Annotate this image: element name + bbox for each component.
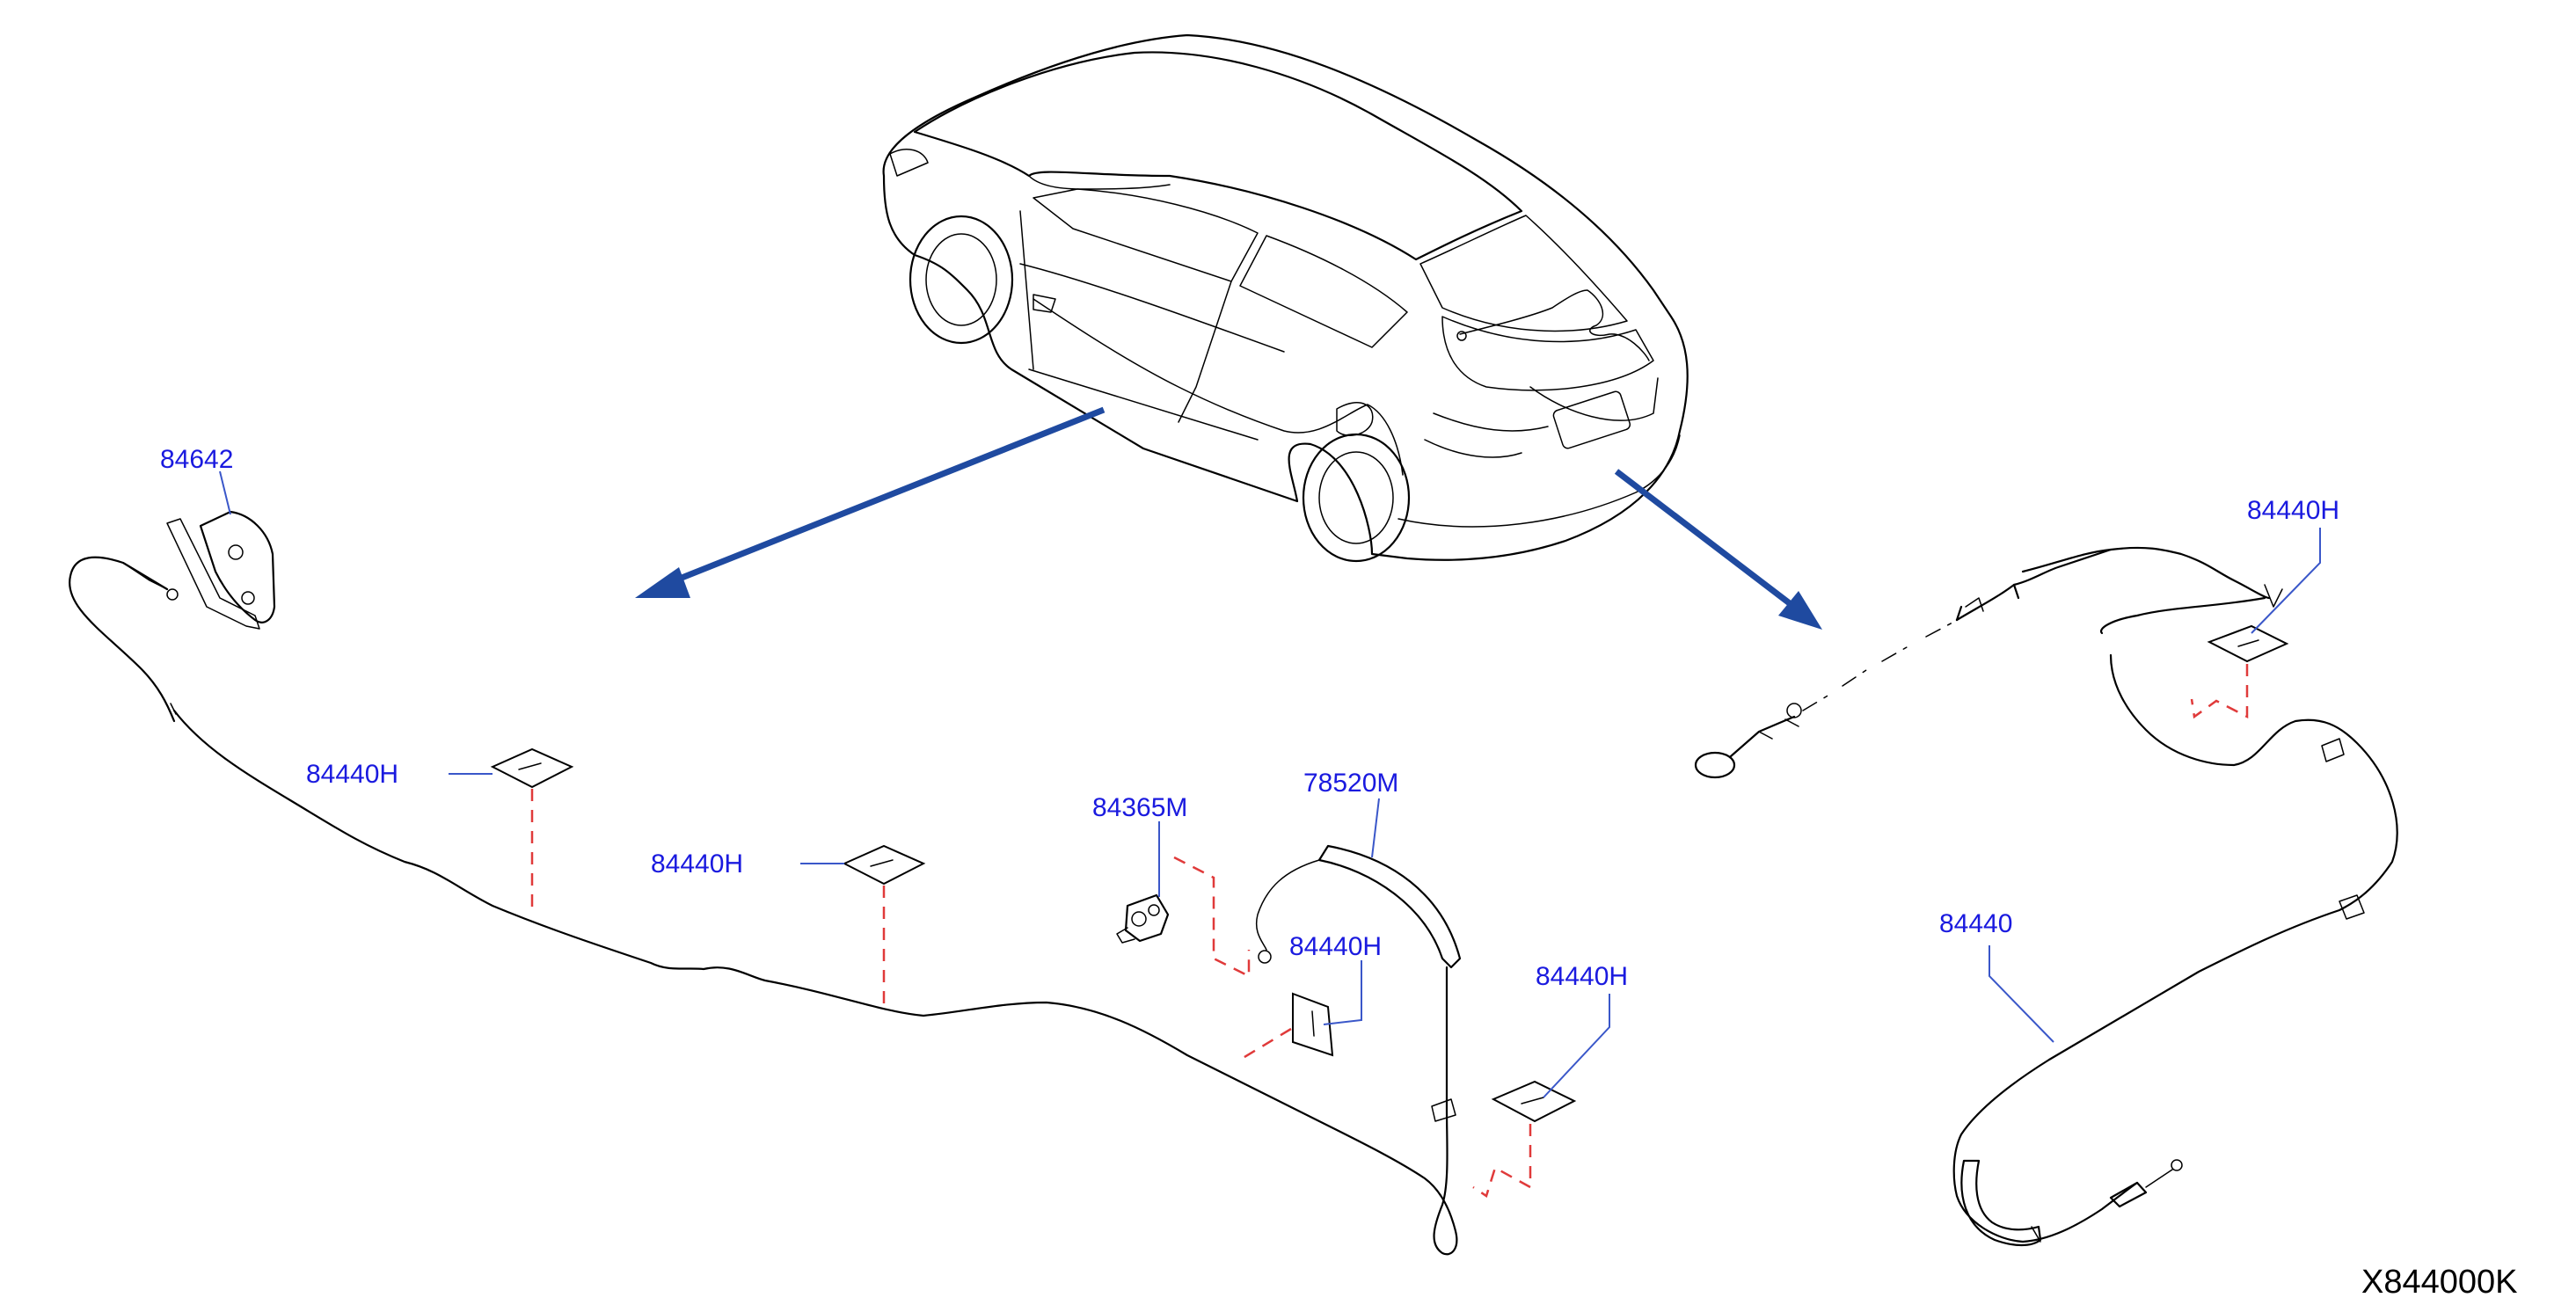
diagram-code: X844000K bbox=[2361, 1264, 2518, 1301]
arrow-shaft bbox=[1614, 469, 1797, 609]
callout-84365M: 84365M bbox=[1092, 793, 1187, 822]
arrow-head bbox=[635, 567, 690, 598]
callout-84440H-b: 84440H bbox=[651, 849, 743, 879]
left-cable-assembly bbox=[69, 510, 1462, 1256]
latch-part bbox=[1116, 893, 1170, 944]
clamp-pad-3 bbox=[1292, 992, 1334, 1057]
leader-84642 bbox=[219, 470, 231, 515]
dash-pad-4 bbox=[1472, 1124, 1532, 1198]
clamp-pad-1 bbox=[490, 747, 574, 789]
leader-lines bbox=[219, 470, 2321, 1098]
clamp-pad-4 bbox=[1491, 1080, 1577, 1123]
clamp-pad-2 bbox=[842, 844, 926, 886]
dash-latch bbox=[1173, 856, 1251, 979]
callout-84440H-e: 84440H bbox=[2247, 496, 2339, 525]
part-callouts: 84642 84440H 84440H 84365M 78520M 84440H… bbox=[160, 445, 2339, 991]
vehicle-illustration bbox=[882, 33, 1689, 563]
opener-lever-part bbox=[166, 510, 276, 630]
leader-78520M bbox=[1371, 798, 1380, 858]
callout-84440: 84440 bbox=[1939, 909, 2012, 938]
callout-84440H-c: 84440H bbox=[1289, 932, 1382, 961]
direction-arrow-left bbox=[635, 406, 1106, 598]
leader-84440 bbox=[1989, 945, 2054, 1043]
leader-84440H-c bbox=[1323, 960, 1362, 1025]
arrow-head bbox=[1778, 591, 1822, 630]
callout-78520M: 78520M bbox=[1303, 769, 1398, 798]
right-cable-assembly bbox=[1694, 546, 2398, 1247]
arrow-shaft bbox=[662, 406, 1106, 588]
clamp-pad-5 bbox=[2207, 624, 2289, 663]
dashed-connectors bbox=[530, 664, 2249, 1198]
leader-84440H-d bbox=[1543, 994, 1610, 1098]
callout-84440H-d: 84440H bbox=[1536, 962, 1628, 991]
dash-pad-5 bbox=[2190, 664, 2249, 719]
callout-84642: 84642 bbox=[160, 445, 233, 474]
direction-arrow-right bbox=[1614, 469, 1822, 630]
dash-pad-3 bbox=[1239, 1027, 1292, 1061]
callout-84440H-a: 84440H bbox=[306, 760, 398, 789]
leader-84440H-e bbox=[2251, 528, 2321, 634]
